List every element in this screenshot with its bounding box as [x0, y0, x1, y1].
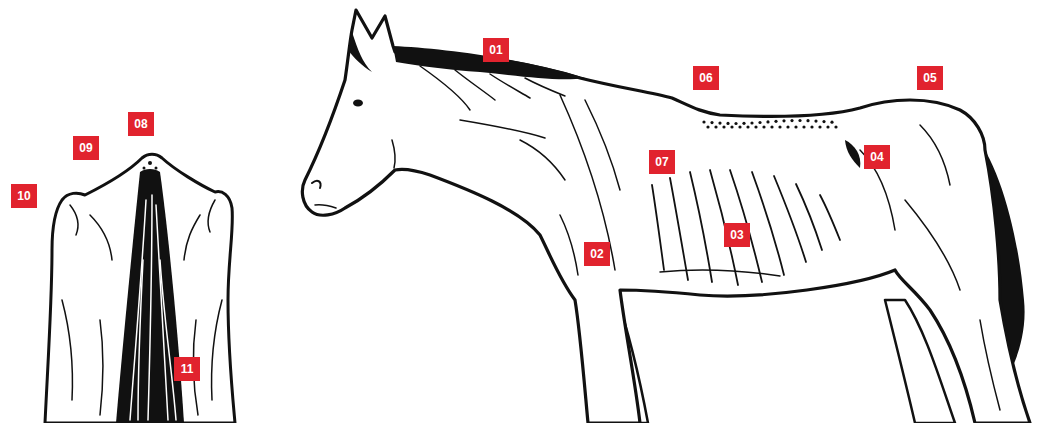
horse-muscle-lines	[460, 95, 1000, 410]
hip-hollow	[845, 140, 860, 168]
callout-number-box: 02	[584, 242, 610, 266]
spine-bumps	[702, 119, 837, 129]
tail-hair	[130, 195, 176, 420]
spine-dot	[814, 119, 817, 122]
horse-eye	[353, 100, 363, 107]
callout-number: 06	[699, 71, 712, 85]
callout-number-box: 01	[483, 38, 509, 62]
spine-dot	[730, 125, 733, 128]
callout-number-box: 11	[174, 357, 200, 381]
rear-view-outline	[45, 154, 235, 423]
spine-dot	[822, 120, 825, 123]
callout-number: 08	[134, 117, 147, 131]
horse-mane	[348, 32, 585, 79]
spine-dot	[718, 121, 721, 124]
rear-muscle-lines	[62, 200, 222, 415]
spine-dot	[790, 119, 793, 122]
callout-number-box: 06	[693, 66, 719, 90]
spine-dot	[826, 125, 829, 128]
callout-number: 03	[730, 228, 743, 242]
spine-dot	[702, 120, 705, 123]
spine-dot	[714, 125, 717, 128]
spine-dot	[738, 125, 741, 128]
callout-number: 09	[79, 141, 92, 155]
callout-number-box: 07	[649, 150, 675, 174]
spine-dot	[762, 125, 765, 128]
spine-dot	[754, 125, 757, 128]
rear-view-tail	[116, 169, 184, 423]
callout-number: 04	[870, 150, 883, 164]
callout-number-box: 05	[917, 66, 943, 90]
callout-number-box: 10	[11, 184, 37, 208]
spine-dot	[830, 121, 833, 124]
callout-number: 01	[489, 43, 502, 57]
spine-dot	[750, 121, 753, 124]
belly-line	[660, 270, 780, 276]
spine-dot	[734, 122, 737, 125]
spine-dot	[770, 125, 773, 128]
spine-dot	[786, 125, 789, 128]
callout-number-box: 09	[73, 136, 99, 160]
spine-dot	[794, 125, 797, 128]
horse-jaw	[392, 140, 395, 168]
spine-dot	[758, 121, 761, 124]
callout-number-box: 03	[724, 223, 750, 247]
spine-dot	[818, 125, 821, 128]
spine-dot	[810, 125, 813, 128]
spine-dot	[722, 125, 725, 128]
spine-dot	[710, 121, 713, 124]
horse-outline	[302, 10, 1030, 423]
rear-spine-bumps	[143, 161, 158, 170]
callout-number-box: 08	[128, 112, 154, 136]
mane-hair	[420, 66, 565, 110]
spine-dot	[742, 122, 745, 125]
callout-number: 02	[590, 247, 603, 261]
horse-mouth	[315, 205, 336, 208]
callout-number: 05	[923, 71, 936, 85]
callout-number: 10	[17, 189, 30, 203]
callout-number-box: 04	[864, 145, 890, 169]
spine-dot	[746, 125, 749, 128]
spine-dot	[806, 119, 809, 122]
callout-number: 11	[181, 362, 194, 376]
spine-dot	[778, 125, 781, 128]
spine-dot	[774, 120, 777, 123]
spine-dot	[782, 119, 785, 122]
spine-dot	[726, 122, 729, 125]
spine-dot	[802, 125, 805, 128]
spine-dot	[766, 120, 769, 123]
spine-dot	[834, 125, 837, 128]
spine-dot	[798, 119, 801, 122]
spine-dot	[706, 125, 709, 128]
horse-nostril	[312, 181, 321, 188]
callout-number: 07	[655, 155, 668, 169]
horse-ribs	[652, 170, 840, 285]
